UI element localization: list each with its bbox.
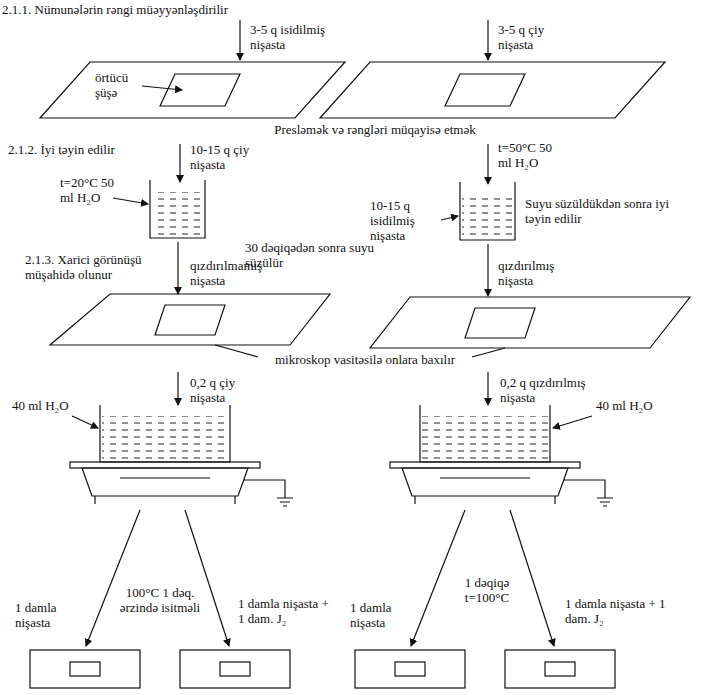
glass-plate bbox=[370, 297, 690, 348]
water bbox=[462, 194, 513, 238]
section-heading: 2.1.3. Xarici görünüşü müşahidə olunur bbox=[25, 252, 155, 282]
beaker bbox=[100, 405, 230, 462]
part-label: örtücü şüşə bbox=[95, 70, 140, 100]
heater-legs bbox=[95, 478, 235, 504]
step-note: 1 damla nişasta + 1 dam. J₂ bbox=[238, 596, 333, 626]
condition-note: t=20°C 50 ml H₂O bbox=[60, 175, 115, 205]
slide-cover bbox=[220, 662, 250, 676]
arrow bbox=[441, 216, 458, 220]
arrow bbox=[411, 510, 465, 646]
arrow bbox=[185, 510, 229, 646]
heater-legs bbox=[415, 478, 555, 504]
slide-cover bbox=[545, 662, 575, 676]
beaker bbox=[460, 182, 515, 240]
condition-note: 40 ml H₂O bbox=[596, 398, 671, 413]
arrow bbox=[177, 242, 178, 294]
heater-body bbox=[82, 468, 248, 496]
step-note: 0,2 q çiy nişasta bbox=[190, 375, 270, 405]
arrow bbox=[86, 510, 140, 646]
slide-cover bbox=[70, 662, 100, 676]
step-note: mikroskop vasitəsilə onlara baxılır bbox=[225, 352, 505, 367]
arrow bbox=[487, 20, 488, 60]
step-note: 3-5 q çiy nişasta bbox=[498, 22, 578, 52]
arrow bbox=[177, 372, 178, 405]
join-line bbox=[215, 345, 258, 357]
step-note: Presləmək və rəngləri müqayisə etmək bbox=[210, 122, 540, 137]
slide bbox=[30, 650, 140, 688]
glass-plate bbox=[40, 62, 345, 118]
slide bbox=[505, 650, 615, 688]
step-note: 3-5 q isidilmiş nişasta bbox=[250, 22, 350, 52]
beaker bbox=[150, 180, 205, 238]
arrow bbox=[179, 144, 180, 182]
slide-cover bbox=[395, 662, 425, 676]
slide bbox=[355, 650, 465, 688]
step-note: 1 damla nişasta bbox=[15, 600, 75, 630]
arrow bbox=[510, 510, 554, 646]
sample-label: qızdırılmamış nişasta bbox=[190, 258, 280, 288]
heater-plate bbox=[70, 462, 260, 468]
step-note: Suyu süzüldükdən sonra iyi təyin edilir bbox=[525, 196, 675, 226]
arrow bbox=[487, 244, 488, 296]
cover-glass bbox=[160, 74, 240, 106]
water bbox=[152, 192, 203, 236]
condition-note: 100°C 1 dəq. ərzində isitməli bbox=[119, 585, 201, 615]
arrow bbox=[72, 416, 98, 428]
water bbox=[102, 416, 228, 460]
join-line bbox=[472, 348, 505, 357]
slide bbox=[180, 650, 290, 688]
cover-glass bbox=[465, 308, 535, 338]
cover-glass bbox=[445, 74, 525, 106]
step-note: 10-15 q isidilmiş nişasta bbox=[370, 198, 440, 243]
power-cord bbox=[564, 480, 613, 506]
glass-plate bbox=[320, 62, 665, 118]
condition-note: 1 dəqiqə t=100°C bbox=[452, 575, 522, 605]
beaker bbox=[420, 405, 550, 462]
cover-glass bbox=[155, 305, 225, 335]
arrow bbox=[239, 20, 240, 60]
step-note: 0,2 q qızdırılmış nişasta bbox=[500, 375, 590, 405]
arrow bbox=[487, 372, 488, 405]
leader-line bbox=[142, 86, 182, 90]
arrow bbox=[113, 198, 148, 204]
section-heading: 2.1.2. İyi təyin edilir bbox=[8, 142, 168, 157]
arrow bbox=[553, 416, 592, 428]
step-note: 30 dəqiqədən sonra suyu süzülür bbox=[245, 240, 395, 270]
step-note: 1 damla nişasta + 1 dam. J₂ bbox=[565, 596, 675, 626]
sample-label: qızdırılmış nişasta bbox=[498, 258, 578, 288]
step-note: 10-15 q çiy nişasta bbox=[190, 142, 270, 172]
condition-note: t=50°C 50 ml H₂O bbox=[498, 140, 568, 170]
water bbox=[422, 416, 548, 460]
condition-note: 40 ml H₂O bbox=[12, 398, 87, 413]
section-heading: 2.1.1. Nümunələrin rəngi müəyyənləşdiril… bbox=[2, 2, 264, 17]
heater-plate bbox=[390, 462, 580, 468]
step-note: 1 damla nişasta bbox=[350, 600, 410, 630]
power-cord bbox=[244, 480, 293, 506]
glass-plate bbox=[50, 294, 330, 345]
heater-body bbox=[402, 468, 568, 496]
arrow bbox=[487, 144, 488, 184]
